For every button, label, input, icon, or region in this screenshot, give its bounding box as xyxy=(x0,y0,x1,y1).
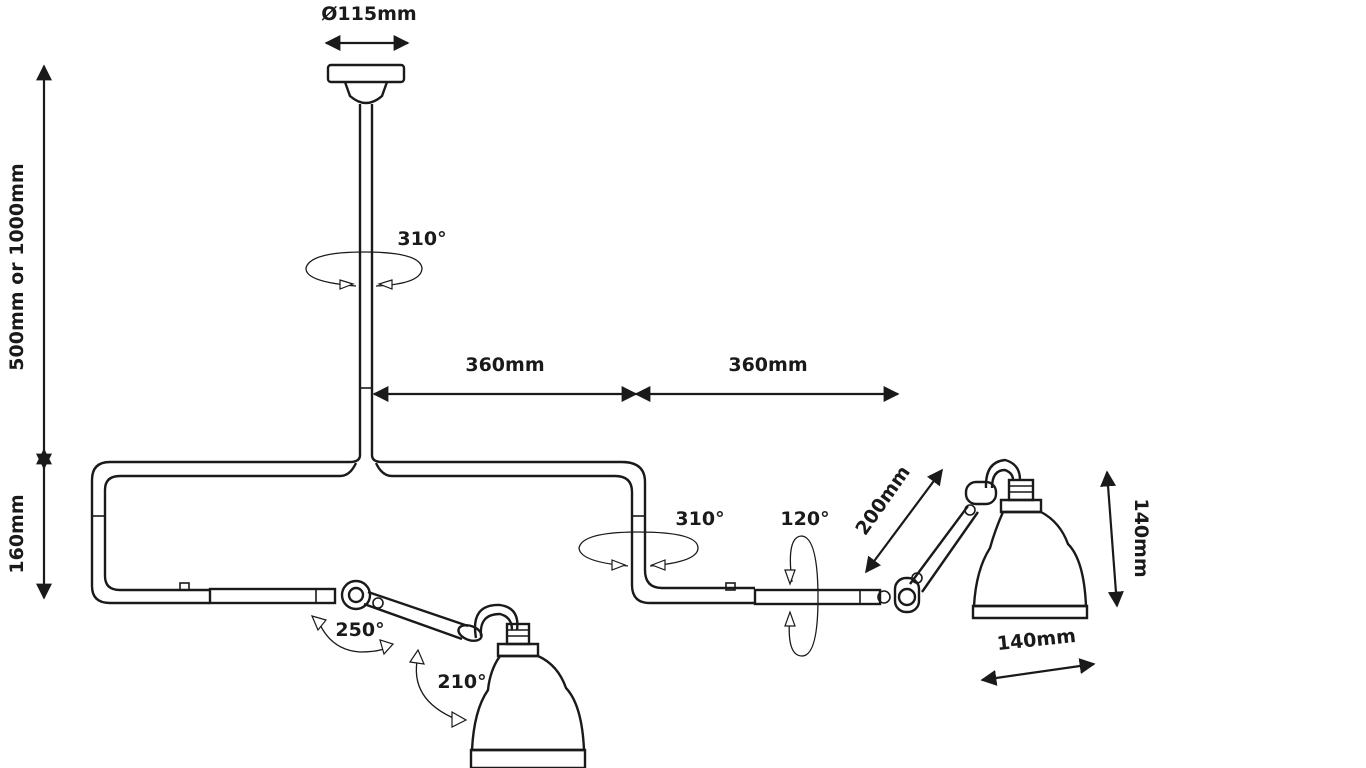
right-arm-rotation-label: 310° xyxy=(675,508,724,530)
right-shade xyxy=(971,478,1089,620)
shade-height-label: 140mm xyxy=(1130,498,1152,577)
stem-rotation-label: 310° xyxy=(397,228,446,250)
left-elbow-rotation-indicator xyxy=(310,615,395,656)
left-shade xyxy=(469,622,587,768)
canopy-diameter-label: Ø115mm xyxy=(321,3,416,25)
frame-height-label: 160mm xyxy=(6,494,28,573)
left-elbow-rotation-label: 250° xyxy=(335,619,384,641)
shade-height-arrow xyxy=(1100,470,1124,608)
arm-segment-arrow xyxy=(865,468,943,574)
right-joint-rotation-label: 120° xyxy=(780,508,829,530)
shade-width-arrow xyxy=(980,658,1096,686)
arm-right-label: 360mm xyxy=(728,354,807,376)
left-shade-rotation-label: 210° xyxy=(437,671,486,693)
left-shade-rotation-indicator xyxy=(408,648,468,728)
stem-rotation-indicator xyxy=(305,251,423,290)
right-arm-rotation-indicator xyxy=(578,531,699,571)
arm-left-label: 360mm xyxy=(465,354,544,376)
frame-tube xyxy=(90,454,755,605)
right-joint-rotation-indicator xyxy=(784,535,819,657)
shade-width-label: 140mm xyxy=(996,625,1077,655)
stem-length-label: 500mm or 1000mm xyxy=(6,163,28,370)
arm-segment-label: 200mm xyxy=(851,462,914,540)
stem xyxy=(358,104,374,455)
left-arm xyxy=(208,579,519,642)
ceiling-canopy xyxy=(326,63,406,105)
